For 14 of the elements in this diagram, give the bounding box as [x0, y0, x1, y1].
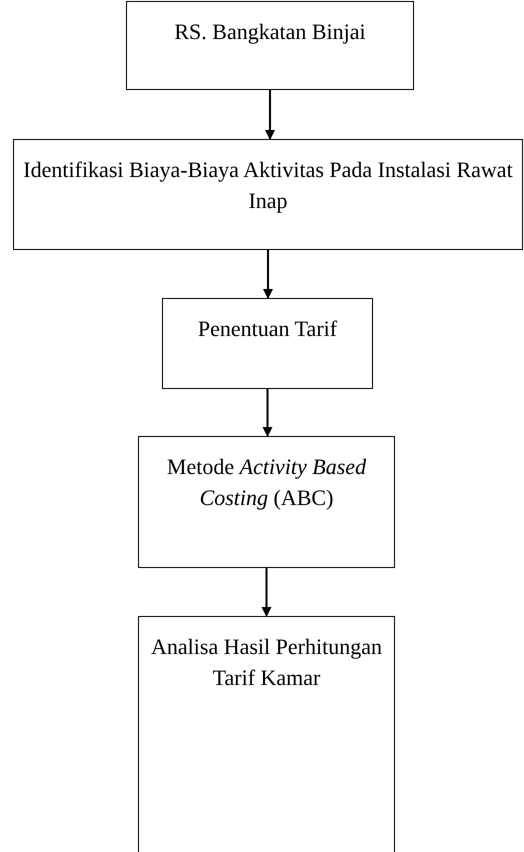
box-text: Metode Activity Based Costing (ABC)	[166, 453, 368, 512]
box-text: Identifikasi Biaya-Biaya Aktivitas Pada Instalasi Rawat Inap	[22, 156, 514, 215]
box-text: Analisa Hasil Perhitungan Tarif Kamar	[150, 633, 383, 692]
arrow	[262, 568, 272, 617]
process-box	[126, 1, 414, 90]
arrow	[263, 250, 273, 299]
process-box	[138, 436, 395, 568]
arrow	[262, 389, 272, 437]
arrow	[265, 90, 275, 140]
box-text: Penentuan Tarif	[196, 315, 338, 343]
box-text: RS. Bangkatan Binjai	[173, 18, 367, 46]
process-box	[138, 616, 395, 852]
process-box	[162, 298, 373, 389]
process-box	[13, 139, 523, 250]
